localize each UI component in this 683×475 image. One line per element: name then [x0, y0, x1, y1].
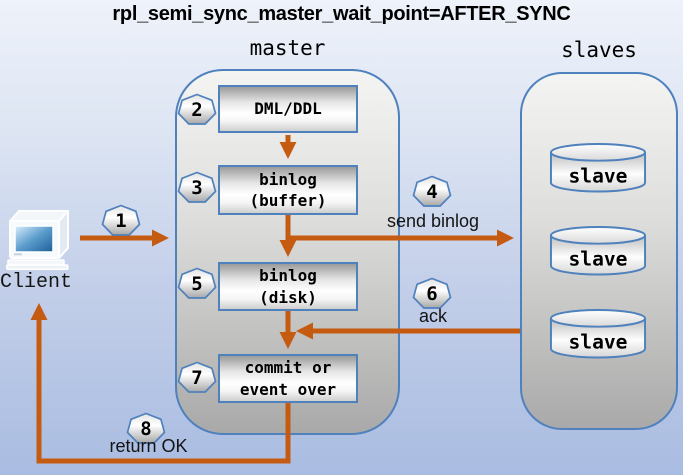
- slaves-group-label: slaves: [561, 38, 637, 62]
- step-badge-6: 6: [411, 277, 453, 311]
- step-badge-3: 3: [176, 171, 218, 205]
- slave-database-icon: slave: [549, 226, 647, 276]
- node-commit: commit or event over: [218, 354, 358, 403]
- step-number: 4: [426, 180, 438, 203]
- heptagon-icon: [177, 171, 217, 203]
- step-number: 5: [191, 272, 203, 295]
- step-badge-7: 7: [176, 361, 218, 395]
- node-commit-line1: commit or: [244, 358, 332, 378]
- node-commit-line2: event over: [239, 379, 337, 399]
- heptagon-icon: [101, 204, 141, 236]
- client-computer-icon: [6, 210, 69, 270]
- slave-label: slave: [569, 248, 628, 271]
- step-number: 1: [115, 209, 127, 232]
- heptagon-icon: [177, 267, 217, 299]
- master-group-label: master: [249, 36, 326, 60]
- step-number: 6: [426, 282, 438, 305]
- step-badge-2: 2: [176, 93, 218, 127]
- step-number: 3: [191, 176, 203, 199]
- heptagon-icon: [177, 93, 217, 125]
- node-binlog-buffer: binlog (buffer): [218, 165, 358, 215]
- node-binlog-disk-line1: binlog: [259, 266, 317, 286]
- step-number: 2: [191, 98, 203, 121]
- slave-label: slave: [569, 331, 628, 354]
- node-dml-ddl: DML/DDL: [218, 85, 358, 133]
- step-badge-1: 1: [100, 204, 142, 238]
- slave-database-icon: slave: [549, 143, 647, 193]
- send-binlog-label: send binlog: [386, 211, 480, 231]
- node-binlog-buffer-line2: (buffer): [249, 191, 327, 210]
- heptagon-icon: [412, 175, 452, 207]
- step-badge-4: 4: [411, 175, 453, 209]
- node-binlog-disk: binlog (disk): [218, 262, 358, 311]
- node-binlog-disk-line2: (disk): [259, 287, 317, 307]
- node-dml-ddl-label: DML/DDL: [254, 99, 322, 119]
- step-number: 7: [191, 366, 203, 389]
- heptagon-icon: [412, 277, 452, 309]
- slave-database-icon: slave: [549, 309, 647, 359]
- diagram-title: rpl_semi_sync_master_wait_point=AFTER_SY…: [112, 3, 571, 25]
- step-badge-5: 5: [176, 267, 218, 301]
- node-binlog-buffer-line1: binlog: [259, 169, 317, 189]
- slave-label: slave: [569, 165, 628, 188]
- client-label: Client: [0, 271, 73, 294]
- ack-label: ack: [418, 306, 447, 326]
- return-ok-label: return OK: [109, 436, 188, 456]
